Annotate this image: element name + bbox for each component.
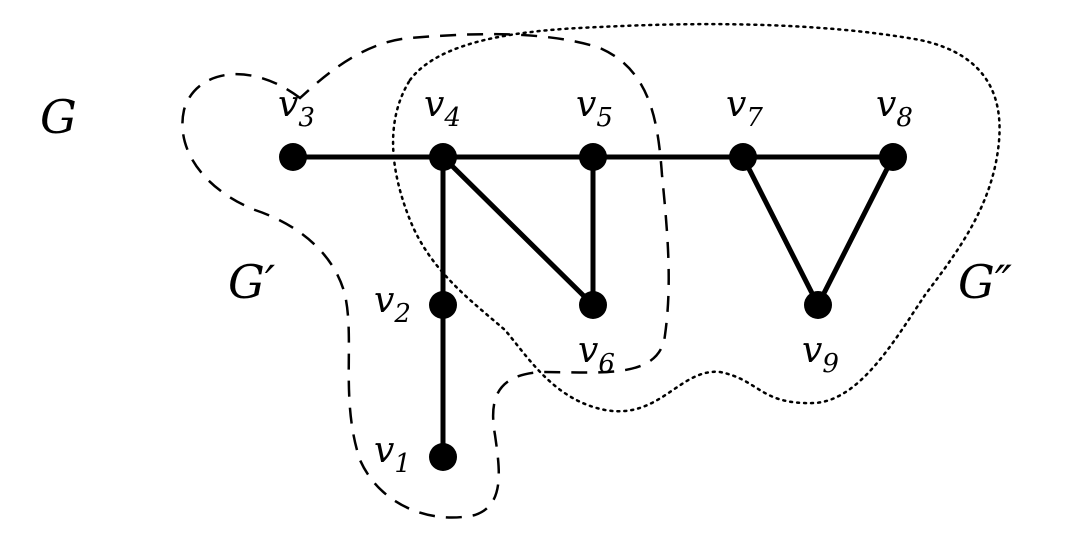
vertex-label-v4: v4 (424, 84, 461, 133)
vertex-v8 (879, 143, 907, 171)
vertex-label-v7: v7 (726, 84, 763, 133)
vertex-v4 (429, 143, 457, 171)
vertex-label-v3: v3 (278, 84, 315, 133)
vertex-v7 (729, 143, 757, 171)
vertices (279, 143, 907, 471)
vertex-v3 (279, 143, 307, 171)
subgraph-g-prime-label: G′ (228, 255, 276, 309)
vertex-label-v1: v1 (374, 430, 411, 479)
subgraph-g-double-prime-label: G″ (958, 255, 1012, 309)
vertex-v9 (804, 291, 832, 319)
vertex-label-v9: v9 (802, 330, 839, 379)
edge-v4-v6 (440, 154, 596, 308)
edge-v8-v9 (815, 154, 896, 308)
subgraph-g-double-prime-boundary (391, 22, 1001, 413)
vertex-v6 (579, 291, 607, 319)
vertex-label-v5: v5 (576, 84, 613, 133)
vertex-label-v6: v6 (578, 330, 615, 379)
vertex-v1 (429, 443, 457, 471)
edges (290, 154, 896, 460)
edge-v7-v9 (740, 154, 821, 308)
vertex-label-v2: v2 (374, 280, 411, 329)
vertex-v5 (579, 143, 607, 171)
graph-label: G (40, 90, 77, 144)
vertex-label-v8: v8 (876, 84, 913, 133)
subgraph-g-prime-boundary (181, 32, 670, 519)
vertex-v2 (429, 291, 457, 319)
